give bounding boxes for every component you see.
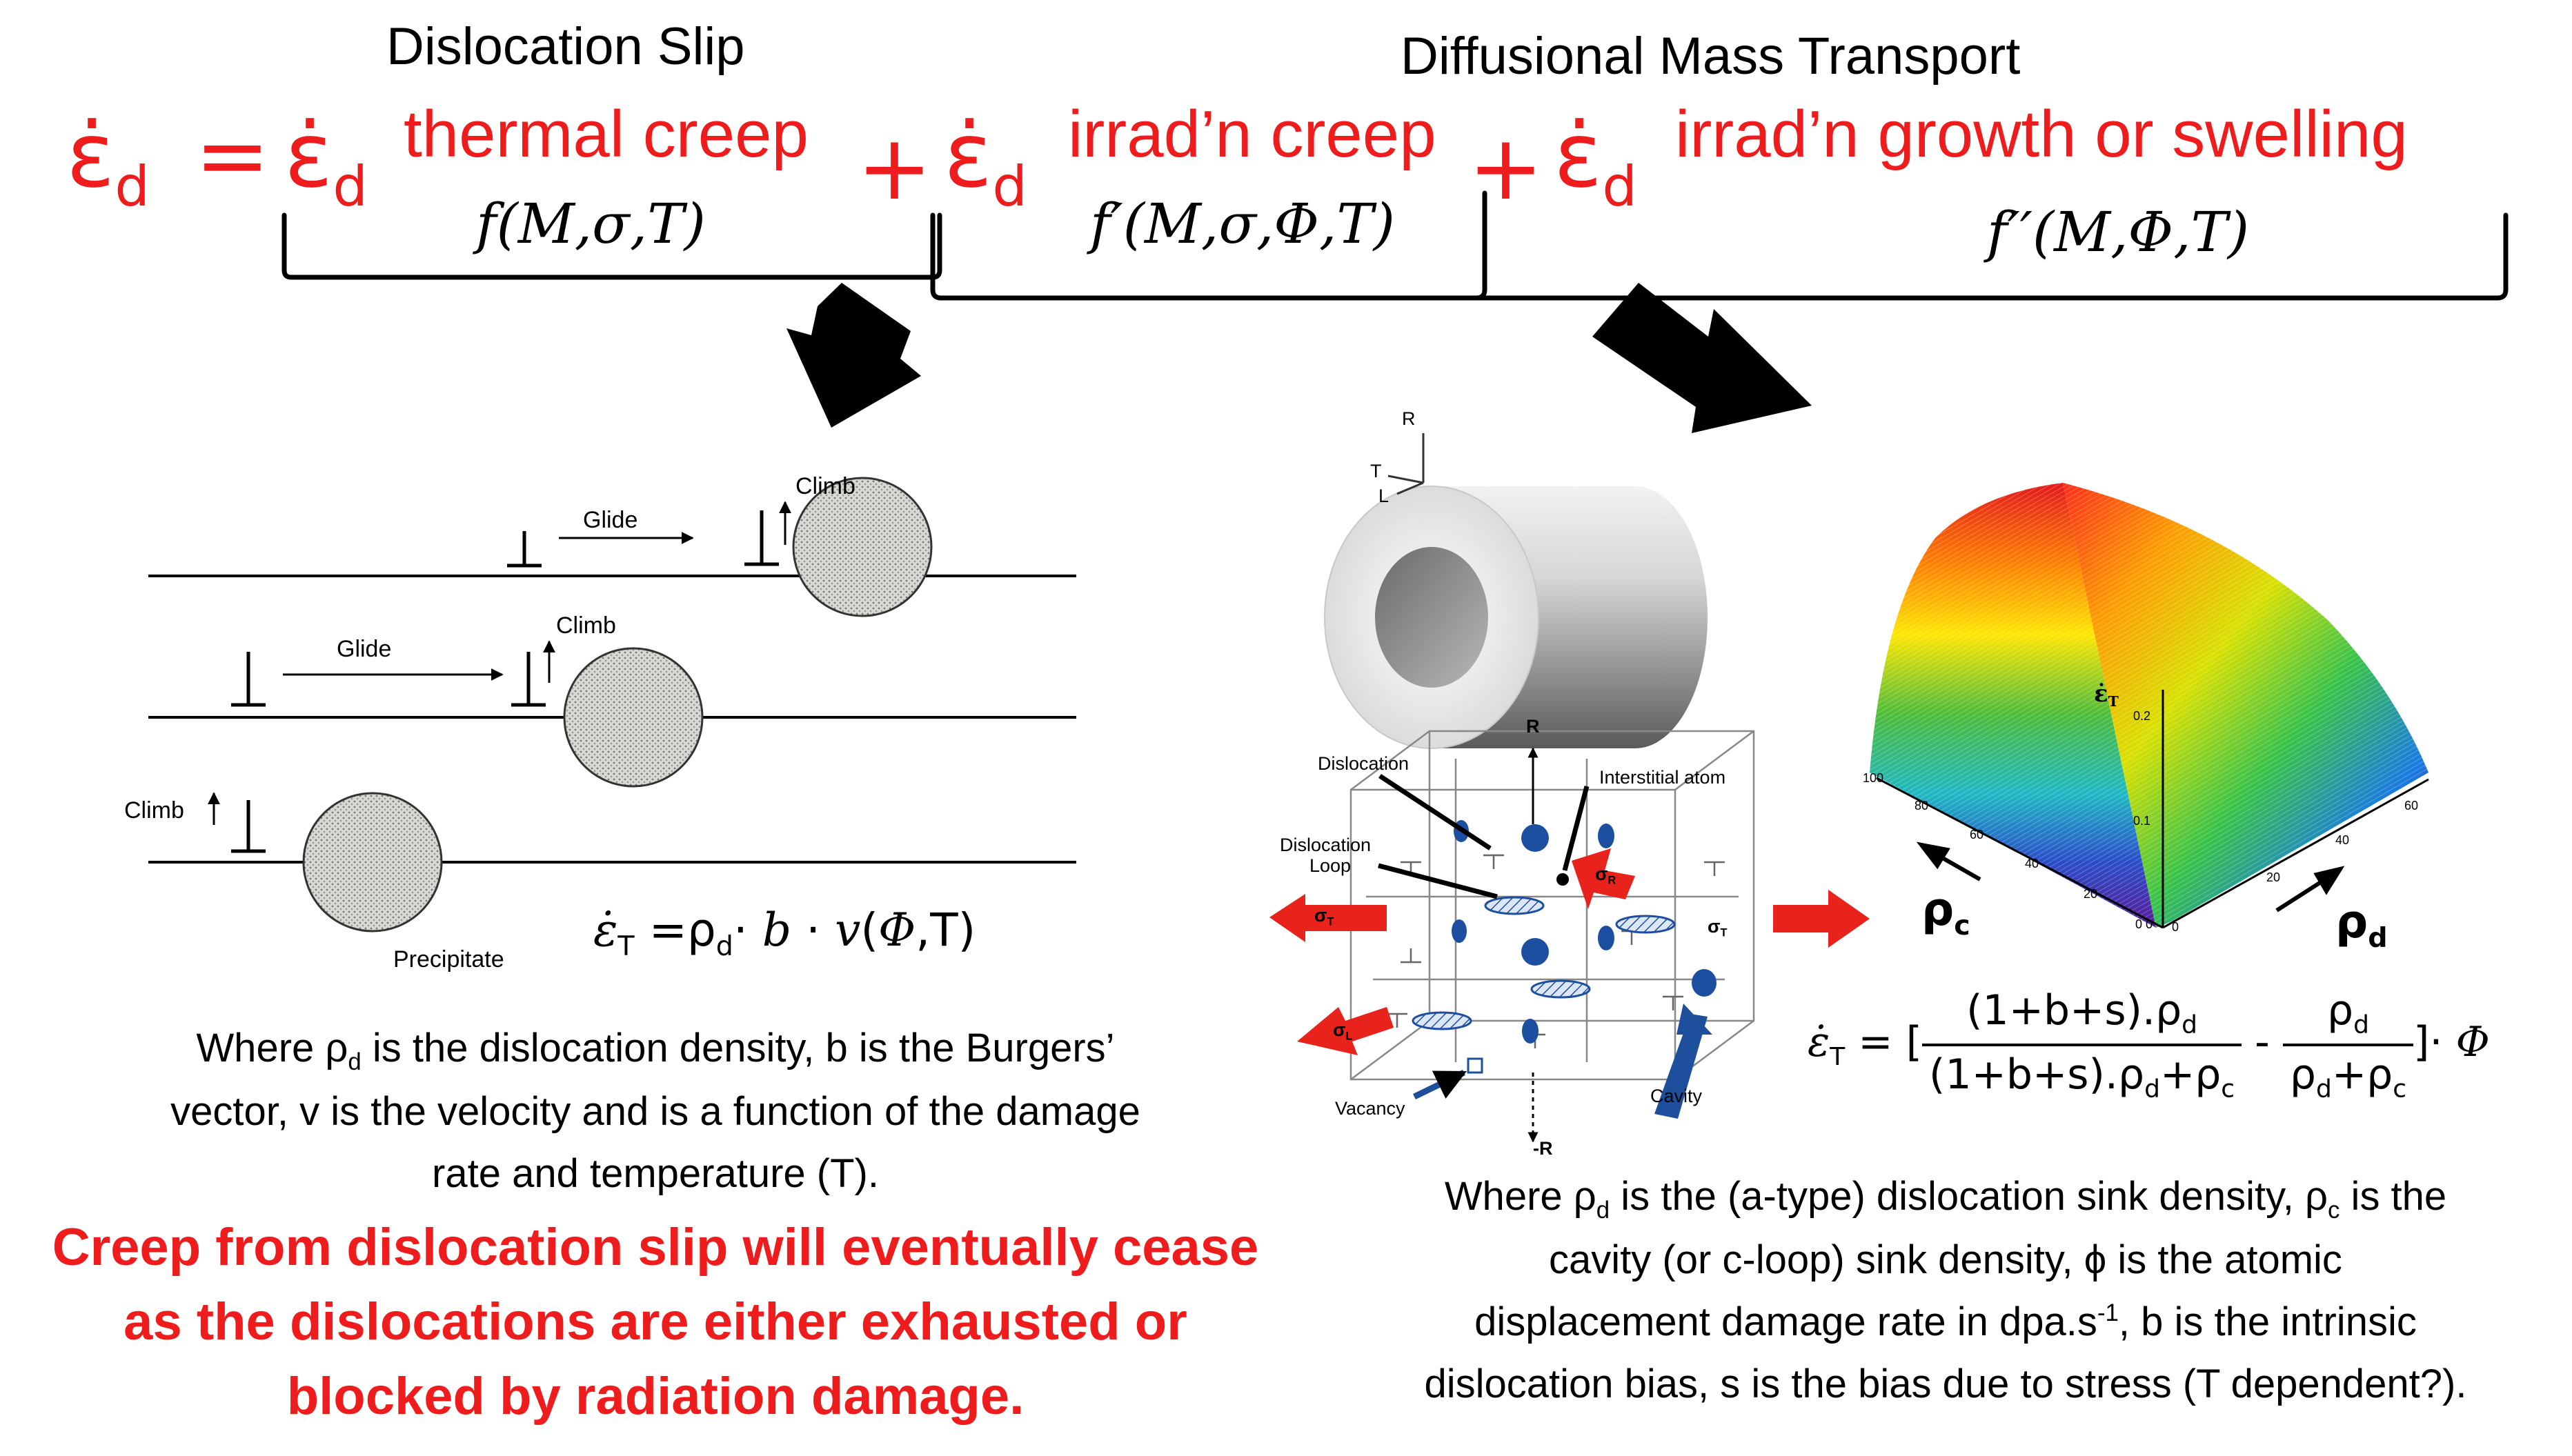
precipitate-3 (302, 792, 443, 933)
rho-c-tick-40: 40 (2025, 857, 2039, 870)
rho-d-axis-label: ρd (2335, 895, 2388, 954)
conclusion: Creep from dislocation slip will eventua… (0, 1210, 1311, 1434)
stress-arrow-left (1269, 894, 1387, 942)
brace-diffusional (937, 212, 2509, 301)
stress-arrow-top (1572, 848, 1635, 909)
slip-formula: ε̇T =ρd· b · v(Φ,T) (593, 904, 976, 962)
sigma-label-t-left: σT (1314, 905, 1334, 928)
tube-axis-l: L (1378, 486, 1389, 506)
conclusion-line2: as the dislocations are either exhausted… (123, 1292, 1187, 1351)
climb-label-3: Climb (124, 797, 184, 824)
dislocation-symbol-1a (507, 531, 542, 568)
rho-c-axis-label: ρc (1921, 883, 1970, 941)
heading-dislocation-slip: Dislocation Slip (386, 17, 745, 76)
term3-symbol: ε̇d (1554, 103, 1638, 219)
cube-label-vacancy: Vacancy (1335, 1098, 1405, 1119)
dislocation-symbol-1b (744, 510, 779, 566)
rho-c-tick-0: 0 (2135, 917, 2143, 931)
term3-function: f′′(M,Φ,T) (1987, 200, 2250, 264)
precipitate-label: Precipitate (393, 946, 504, 973)
tube-axis-t: T (1370, 461, 1382, 481)
pointer-dislocation (1378, 774, 1492, 850)
heading-diffusional-mass-transport: Diffusional Mass Transport (1401, 27, 2021, 86)
pointer-loop (1378, 863, 1498, 899)
dislocation-symbol-3 (231, 800, 266, 853)
big-arrow-left (787, 283, 921, 428)
sigma-label-t-right: σT (1708, 916, 1728, 939)
z-tick-0: 0 (2146, 917, 2153, 931)
sigma-label-l: σL (1333, 1019, 1353, 1043)
term2-symbol: ε̇d (944, 103, 1028, 219)
slip-description-line3: rate and temperature (T). (432, 1150, 879, 1196)
diffusion-description-line1: Where ρd is the (a-type) dislocation sin… (1444, 1174, 2447, 1224)
diffusion-description: Where ρd is the (a-type) dislocation sin… (1338, 1166, 2553, 1415)
diffusion-description-line4: dislocation bias, s is the bias due to s… (1424, 1361, 2467, 1406)
term1-function: f(M,σ,T) (476, 192, 706, 256)
brace-dislocation-slip (281, 212, 942, 280)
term1-label: thermal creep (404, 97, 809, 171)
tube-axis-r: R (1402, 408, 1416, 429)
climb-label-2: Climb (556, 612, 616, 639)
precipitate-1 (792, 477, 933, 617)
cube-label-r: R (1526, 716, 1540, 737)
climb-label-1: Climb (795, 473, 855, 499)
cube-label-minus-r: -R (1533, 1138, 1553, 1159)
diffusion-description-line2: cavity (or c-loop) sink density, ϕ is th… (1549, 1237, 2342, 1283)
plus-sign-2: + (1468, 115, 1543, 220)
cube-label-interstitial: Interstitial atom (1599, 767, 1726, 788)
rho-c-tick-100: 100 (1863, 771, 1884, 785)
rho-c-tick-60: 60 (1970, 828, 1984, 841)
conclusion-line3: blocked by radiation damage. (286, 1366, 1025, 1426)
rho-c-tick-80: 80 (1915, 799, 1929, 812)
glide-label-2: Glide (337, 636, 392, 662)
diffusion-description-line3: displacement damage rate in dpa.s-1, b i… (1474, 1299, 2417, 1344)
rho-d-tick-40: 40 (2335, 833, 2350, 847)
surface-z-label: ε̇T (2094, 680, 2119, 710)
term3-label: irrad’n growth or swelling (1675, 97, 2408, 171)
stress-arrow-right (1773, 890, 1870, 948)
big-arrow-right (1592, 283, 1812, 433)
term1-symbol: ε̇d (284, 103, 368, 219)
sigma-label-r: σR (1595, 864, 1616, 887)
term2-function: f′(M,σ,Φ,T) (1090, 192, 1395, 256)
tube-bore (1375, 547, 1488, 688)
slip-description: Where ρd is the dislocation density, b i… (41, 1017, 1269, 1205)
diffusion-fraction-1: (1+b+s).ρd(1+b+s).ρd+ρc (1922, 986, 2242, 1103)
stress-arrow-bottom-left (1297, 1007, 1394, 1055)
precipitate-2 (563, 647, 704, 788)
conclusion-line1: Creep from dislocation slip will eventua… (52, 1218, 1259, 1277)
pointer-interstitial (1562, 786, 1590, 871)
slip-description-line1: Where ρd is the dislocation density, b i… (196, 1026, 1115, 1076)
z-tick-0.2: 0.2 (2133, 709, 2151, 723)
rho-d-tick-20: 20 (2266, 870, 2281, 884)
cube-label-dislocation: Dislocation (1318, 753, 1409, 774)
strain-rate-lhs: ε̇d = (66, 103, 270, 219)
z-tick-0.1: 0.1 (2133, 814, 2151, 828)
equals-sign: = (195, 103, 270, 208)
glide-label-1: Glide (583, 507, 638, 533)
plus-sign-1: + (857, 115, 932, 220)
slip-description-line2: vector, v is the velocity and is a funct… (170, 1089, 1140, 1135)
rho-d-tick-60: 60 (2404, 799, 2419, 812)
dislocation-symbol-2b (511, 652, 546, 707)
rho-c-tick-20: 20 (2084, 887, 2098, 901)
dislocation-symbol-2a (231, 652, 266, 707)
cube-label-loop-2: Loop (1309, 855, 1352, 876)
rho-d-tick-0: 0 (2172, 920, 2179, 934)
cube-label-cavity: Cavity (1650, 1086, 1703, 1106)
cube-label-loop-1: Dislocation (1280, 835, 1372, 855)
term2-label: irrad’n creep (1068, 97, 1436, 171)
